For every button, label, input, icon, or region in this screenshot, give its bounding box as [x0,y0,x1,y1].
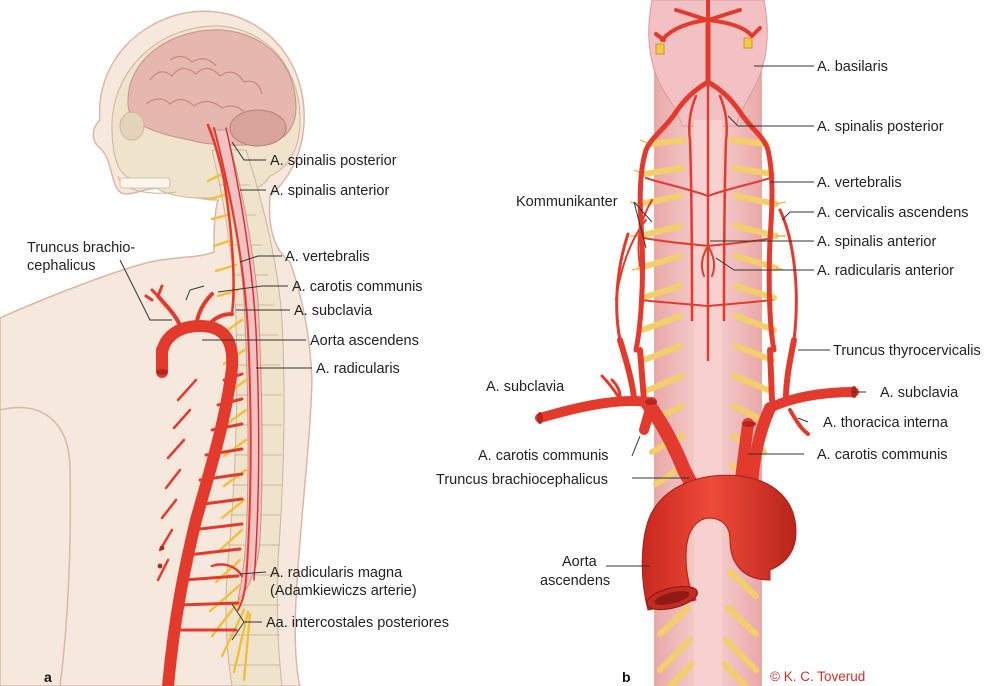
label-a-subclavia: A. subclavia [294,303,373,319]
label-aa-intercostales-posteriores: Aa. intercostales posteriores [266,615,449,631]
label-a-carotis-communis: A. carotis communis [292,279,423,295]
label-a-radicularis: A. radicularis [316,361,400,377]
panel-a-figure [0,10,313,686]
label-b-a-subclavia-right: A. subclavia [880,385,959,401]
label-a-basilaris: A. basilaris [817,59,888,75]
panel-b-figure [535,0,859,686]
label-kommunikanter: Kommunikanter [516,194,618,210]
label-b-a-carotis-communis-left: A. carotis communis [478,448,609,464]
panel-label-a: a [44,669,52,685]
label-b-aorta: Aorta [562,554,598,570]
label-b-a-spinalis-posterior: A. spinalis posterior [817,119,944,135]
panel-b-labels: A. basilaris A. spinalis posterior A. ve… [436,59,981,685]
panel-a-arteries [144,123,260,686]
panel-a-leaders [119,141,312,641]
label-b-a-spinalis-anterior: A. spinalis anterior [817,234,936,250]
label-truncus-thyrocervicalis: Truncus thyrocervicalis [833,343,981,359]
label-truncus-brachiocephalicus-2: cephalicus [27,258,96,274]
label-a-spinalis-anterior: A. spinalis anterior [270,183,389,199]
label-a-vertebralis: A. vertebralis [285,249,370,265]
label-b-ascendens: ascendens [540,573,610,589]
label-a-radicularis-magna-1: A. radicularis magna [270,565,403,581]
panel-a-labels: Truncus brachio- cephalicus A. spinalis … [27,153,449,685]
label-a-thoracica-interna: A. thoracica interna [823,415,949,431]
label-b-a-carotis-communis-right: A. carotis communis [817,447,948,463]
label-a-spinalis-posterior: A. spinalis posterior [270,153,397,169]
label-truncus-brachiocephalicus: Truncus brachiocephalicus [436,472,608,488]
label-truncus-brachiocephalicus-1: Truncus brachio- [27,240,135,256]
aortic-arch [641,474,797,611]
label-a-cervicalis-ascendens: A. cervicalis ascendens [817,205,969,221]
label-b-a-subclavia-left: A. subclavia [486,379,565,395]
label-a-radicularis-anterior: A. radicularis anterior [817,263,954,279]
label-aorta-ascendens: Aorta ascendens [310,333,419,349]
label-a-radicularis-magna-2: (Adamkiewiczs arterie) [270,583,417,599]
copyright-text: © K. C. Toverud [770,669,865,684]
panel-b-leaders [606,65,866,567]
label-b-a-vertebralis: A. vertebralis [817,175,902,191]
panel-label-b: b [622,669,631,685]
